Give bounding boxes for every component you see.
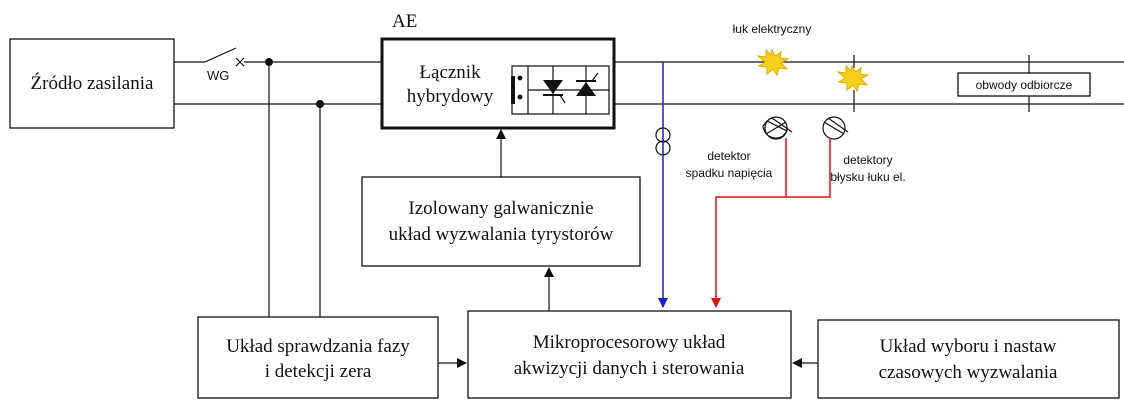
mcu-label-line2: akwizycji danych i sterowania bbox=[514, 358, 745, 379]
loads-block bbox=[957, 72, 1091, 97]
loads-label: obwody odbiorcze bbox=[976, 78, 1073, 92]
mcu-label-line1: Mikroprocesorowy układ bbox=[533, 332, 726, 353]
trigger-label-line2: układ wyzwalania tyrystorów bbox=[389, 224, 614, 245]
trigger-block bbox=[361, 176, 641, 267]
voltage-detector-label-line2: spadku napięcia bbox=[686, 166, 773, 180]
hybrid-label-line2: hybrydowy bbox=[407, 86, 494, 107]
flash-detector-icon bbox=[822, 116, 849, 140]
phase-label-line2: i detekcji zera bbox=[265, 361, 372, 382]
flash-detector-label-line2: błysku łuku el. bbox=[830, 170, 905, 184]
arc-label: łuk elektryczny bbox=[733, 22, 812, 36]
hybrid-label-line1: Łącznik bbox=[419, 62, 481, 83]
thyristor-icon bbox=[511, 65, 610, 115]
flash-detector-icon bbox=[762, 116, 793, 140]
wg-label: WG bbox=[207, 68, 229, 83]
mcu-block bbox=[467, 310, 792, 399]
time-select-label-line2: czasowych wyzwalania bbox=[879, 362, 1058, 383]
source-block bbox=[9, 38, 175, 129]
voltage-detector-label-line1: detektor bbox=[707, 149, 750, 163]
phase-label-line1: Układ sprawdzania fazy bbox=[226, 336, 410, 357]
trigger-label-line1: Izolowany galwanicznie bbox=[408, 198, 593, 219]
flash-signal-line bbox=[711, 138, 787, 308]
arc-spark-icon bbox=[756, 48, 790, 77]
hybrid-switch-block bbox=[380, 37, 616, 130]
flash-detector-label-line1: detektory bbox=[843, 153, 892, 167]
ae-label: AE bbox=[392, 11, 417, 32]
flash-signal-line bbox=[786, 138, 831, 198]
arc-spark-icon bbox=[836, 64, 870, 93]
power-line-top bbox=[174, 47, 1124, 63]
switch-wg: WG bbox=[207, 57, 245, 83]
time-select-label-line1: Układ wyboru i nastaw bbox=[880, 336, 1057, 357]
source-label: Źródło zasilania bbox=[31, 72, 154, 94]
time-select-block bbox=[817, 319, 1120, 399]
phase-detection-block bbox=[197, 316, 439, 399]
